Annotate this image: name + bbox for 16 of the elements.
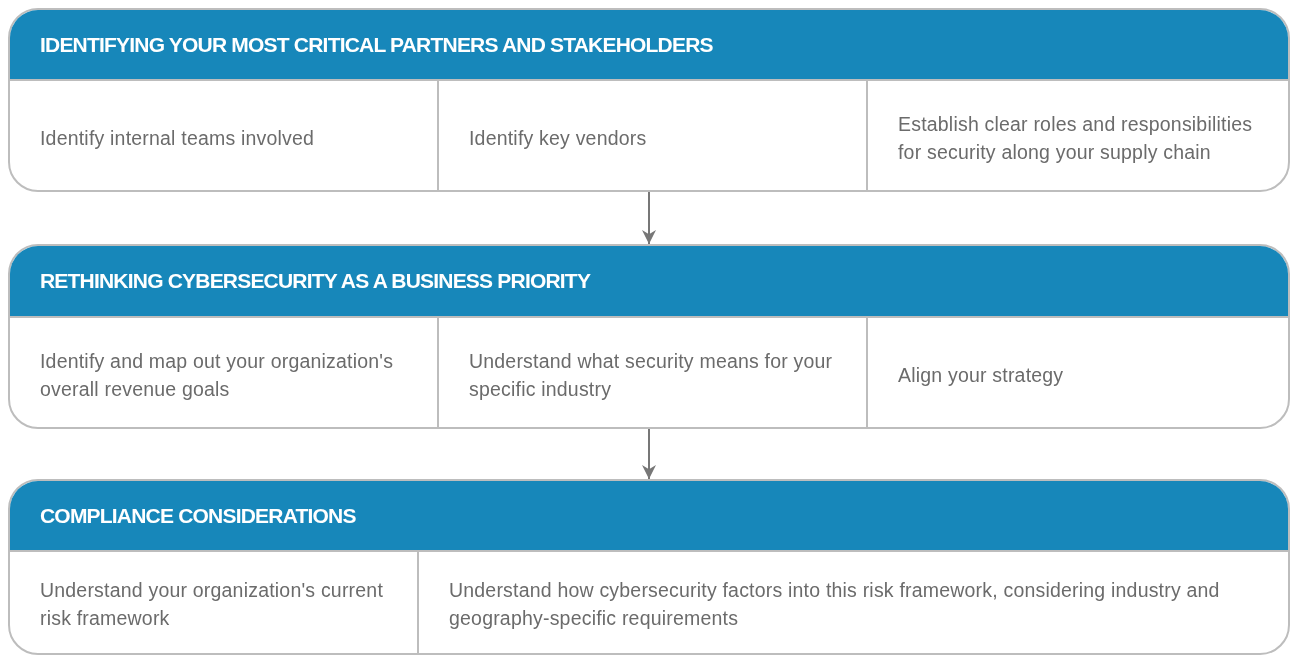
table-cell: Establish clear roles and responsibilities for security along your supply chain [866,81,1288,190]
section-card [8,479,1290,655]
section-card [8,244,1290,429]
arrow [642,428,656,480]
section-header: RETHINKING CYBERSECURITY AS A BUSINESS PRIORITY [10,246,1288,318]
table-cell: Identify and map out your organization's overall revenue goals [10,318,437,427]
table-cell: Understand what security means for your specific industry [437,318,866,427]
table-cell: Understand your organization's current risk framework [10,552,417,653]
table-cell: Identify internal teams involved [10,81,437,190]
section-header: IDENTIFYING YOUR MOST CRITICAL PARTNERS AND STAKEHOLDERS [10,10,1288,81]
table-cell: Identify key vendors [437,81,866,190]
table-cell: Understand how cybersecurity factors into this risk framework, considering industry and geography-specific requirements [417,552,1288,653]
section-header: COMPLIANCE CONSIDERATIONS [10,481,1288,552]
table-cell: Align your strategy [866,318,1288,427]
section-card [8,8,1290,192]
arrow [642,191,656,245]
